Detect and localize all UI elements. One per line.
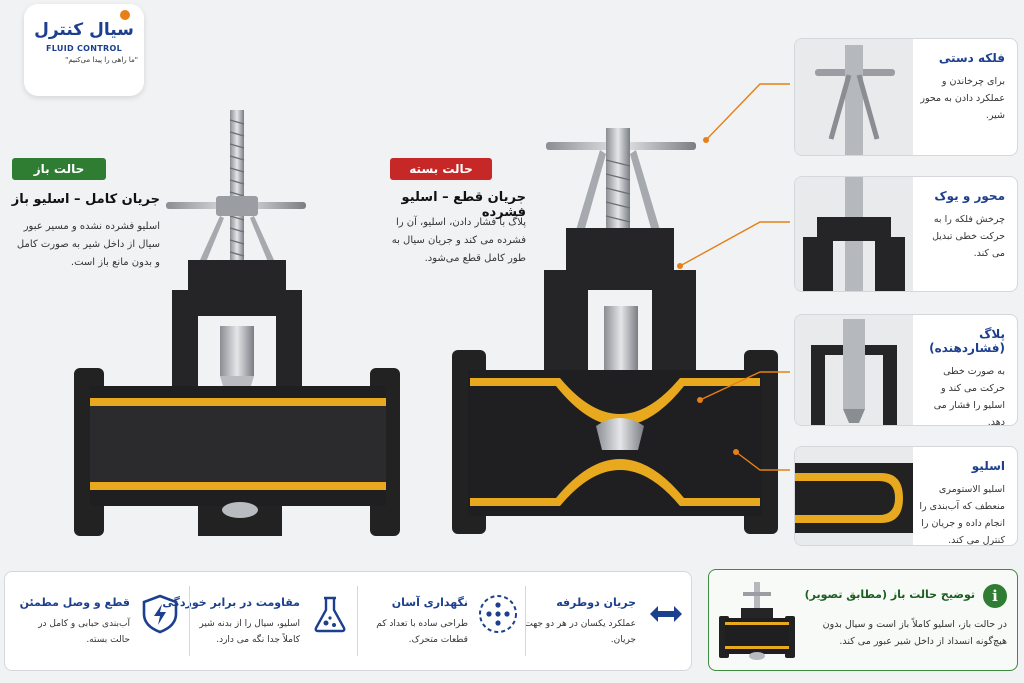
callout-leader-lines (677, 83, 790, 471)
logo-slogan: "ما راهی را پیدا می‌کنیم" (65, 56, 138, 64)
brand-logo: سیال کنترل FLUID CONTROL "ما راهی را پید… (24, 4, 144, 96)
features-panel: جریان دوطرفه عملکرد یکسان در هر دو جهت ج… (4, 571, 692, 671)
feature-easy-maintenance-description: طراحی ساده با تعداد کم قطعات متحرک. (376, 619, 468, 645)
closed-sleeve-bottom (470, 459, 760, 506)
stem-yoke-detail-image (795, 177, 913, 291)
callout-handwheel-description: برای چرخاندن و عملکرد دادن به محور شیر. (920, 76, 1005, 121)
callout-sleeve: اسلیو اسلیو الاستومری منعطف که آب‌بندی ر… (794, 446, 1018, 546)
callout-plug-title: پلاگ (فشاردهنده) (929, 327, 1005, 355)
feature-easy-maintenance: نگهداری آسان طراحی ساده با تعداد کم قطعا… (355, 584, 520, 664)
open-sleeve-top (90, 398, 386, 406)
callout-sleeve-description: اسلیو الاستومری منعطف که آب‌بندی را انجا… (919, 484, 1005, 546)
closed-yoke-arms (576, 150, 660, 232)
bidirectional-arrow-icon (650, 606, 682, 622)
closed-plug (604, 306, 638, 376)
closed-state-badge: حالت بسته (390, 158, 492, 180)
info-icon: i (983, 584, 1007, 608)
feature-bidirectional-flow-title: جریان دوطرفه (556, 596, 636, 609)
logo-name-fa: سیال کنترل (34, 20, 134, 40)
callout-handwheel: فلکه دستی برای چرخاندن و عملکرد دادن به … (794, 38, 1018, 156)
feature-corrosion-resistance-title: مقاومت در برابر خوردگی (162, 596, 300, 609)
feature-separator (357, 586, 358, 656)
feature-bidirectional-flow-description: عملکرد یکسان در هر دو جهت جریان. (524, 619, 636, 645)
feature-separator (525, 586, 526, 656)
open-state-badge: حالت باز (12, 158, 106, 180)
open-state-title: جریان کامل – اسلیو باز (11, 192, 160, 207)
note-description: در حالت باز، اسلیو کاملاً باز است و سیال… (822, 619, 1007, 647)
callout-plug: پلاگ (فشاردهنده) به صورت خطی حرکت می کند… (794, 314, 1018, 426)
closed-state-description: پلاگ با فشار دادن، اسلیو، آن را فشرده می… (391, 217, 526, 264)
dots-circle-icon (479, 595, 517, 633)
handwheel-detail-image (795, 39, 913, 155)
open-sleeve-bottom (90, 482, 386, 490)
closed-state-title: جریان قطع – اسلیو فشرده (401, 190, 526, 220)
logo-drop-icon (120, 10, 130, 20)
callout-stem-yoke: محور و یوک چرخش فلکه را به حرکت خطی تبدی… (794, 176, 1018, 292)
open-lower-housing (198, 506, 282, 536)
feature-separator (189, 586, 190, 656)
callout-handwheel-title: فلکه دستی (938, 51, 1005, 65)
callout-stem-yoke-description: چرخش فلکه را به حرکت خطی تبدیل می کند. (932, 214, 1005, 259)
open-state-note: i توضیح حالت باز (مطابق تصویر) در حالت ب… (708, 569, 1018, 671)
feature-corrosion-resistance-description: اسلیو، سیال را از بدنه شیر کاملاً جدا نگ… (199, 619, 300, 645)
callout-plug-description: به صورت خطی حرکت می کند و اسلیو را فشار … (933, 366, 1005, 426)
open-handwheel-hub (216, 196, 258, 216)
feature-corrosion-resistance: مقاومت در برابر خوردگی اسلیو، سیال را از… (162, 584, 352, 664)
open-state-description: اسلیو فشرده نشده و مسیر عبور سیال از داخ… (16, 221, 160, 268)
feature-reliable-shutoff-title: قطع و وصل مطمئن (19, 596, 130, 609)
sleeve-detail-image (795, 447, 913, 545)
closed-valve-illustration (452, 128, 778, 534)
open-valve-illustration (74, 110, 400, 536)
shield-icon (142, 594, 178, 634)
feature-bidirectional-flow: جریان دوطرفه عملکرد یکسان در هر دو جهت ج… (523, 584, 688, 664)
callout-stem-yoke-title: محور و یوک (934, 189, 1005, 203)
open-valve-thumbnail (719, 582, 795, 660)
open-yoke-arms (200, 216, 274, 262)
feature-reliable-shutoff-description: آب‌بندی حبابی و کامل در حالت بسته. (38, 619, 130, 645)
plug-detail-image (795, 315, 913, 425)
logo-name-en: FLUID CONTROL (46, 44, 122, 53)
feature-easy-maintenance-title: نگهداری آسان (391, 596, 468, 609)
callout-sleeve-title: اسلیو (971, 459, 1005, 473)
open-plug (220, 326, 254, 376)
closed-lower-plug (596, 418, 644, 450)
note-title: توضیح حالت باز (مطابق تصویر) (804, 588, 975, 601)
feature-reliable-shutoff: قطع و وصل مطمئن آب‌بندی حبابی و کامل در … (17, 584, 182, 664)
open-flow-passage (90, 406, 386, 482)
closed-sleeve-top (470, 378, 760, 426)
flask-icon (314, 596, 346, 633)
open-lower-plug (222, 502, 258, 518)
